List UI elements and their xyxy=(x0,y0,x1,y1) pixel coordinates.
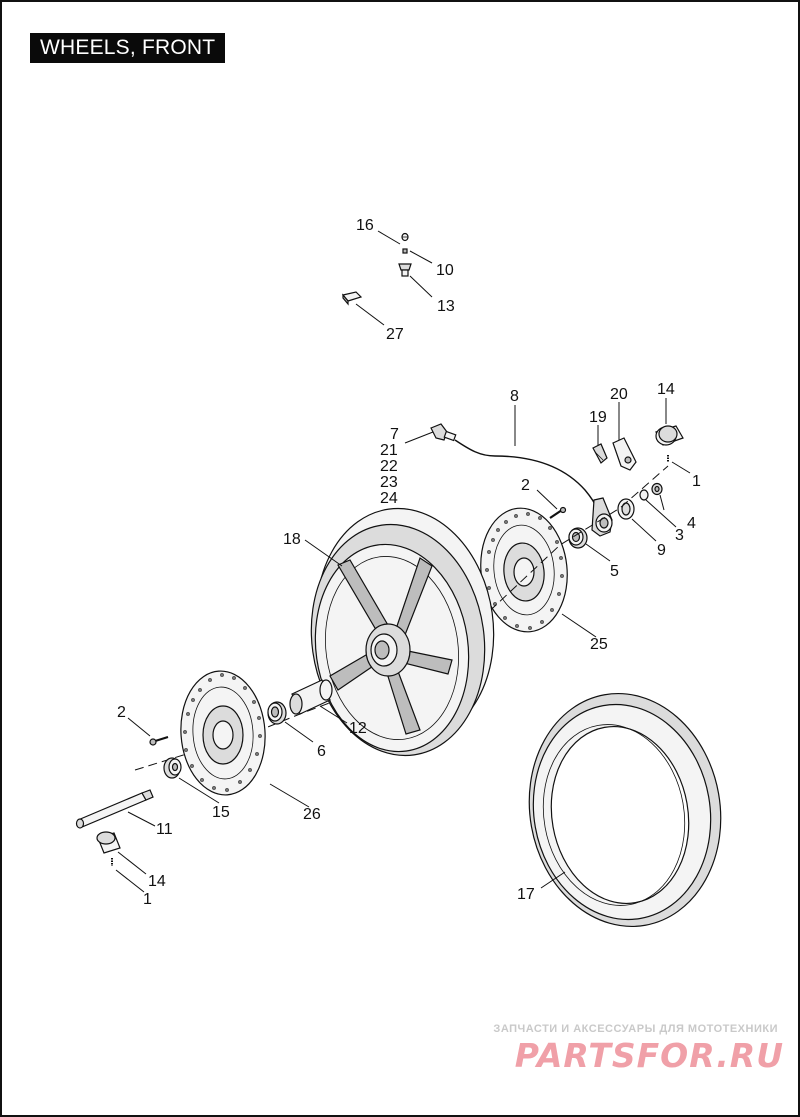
disc-holes-right xyxy=(485,512,564,630)
leader-lines xyxy=(115,230,691,893)
callout-27: 27 xyxy=(386,326,404,343)
clip-part xyxy=(592,443,608,464)
spacer-part xyxy=(617,498,635,520)
callout-5: 5 xyxy=(610,563,619,580)
callout-19: 19 xyxy=(589,409,607,426)
brake-disc-left-part xyxy=(180,670,266,796)
callout-1-left: 1 xyxy=(143,891,152,908)
callout-1-right: 1 xyxy=(692,473,701,490)
callout-16: 16 xyxy=(356,217,374,234)
callout-23: 23 xyxy=(380,474,398,491)
axle-nut-cap-right-part xyxy=(655,425,684,446)
rotor-bolt-right-part xyxy=(549,506,567,519)
callout-3: 3 xyxy=(675,527,684,544)
callout-24: 24 xyxy=(380,490,398,507)
callout-25: 25 xyxy=(590,636,608,653)
front-axle-part xyxy=(75,789,154,829)
callout-2-left: 2 xyxy=(117,704,126,721)
washer-part xyxy=(639,489,649,501)
valve-core-part xyxy=(402,248,408,254)
balance-weight-part xyxy=(341,291,363,306)
retainer-plate-part xyxy=(612,437,637,471)
wheel-bearing-right-part xyxy=(568,527,588,549)
callout-7: 7 xyxy=(390,426,399,443)
callout-6: 6 xyxy=(317,743,326,760)
callout-8: 8 xyxy=(510,388,519,405)
axle-nut-cap-left-part xyxy=(96,831,121,854)
callout-11: 11 xyxy=(156,821,173,838)
brake-disc-right-part xyxy=(480,507,568,633)
callout-4: 4 xyxy=(687,515,696,532)
callout-14-left: 14 xyxy=(148,873,166,890)
callout-15: 15 xyxy=(212,804,230,821)
spacer-left-part xyxy=(163,757,182,779)
callout-13: 13 xyxy=(437,298,455,315)
callout-17: 17 xyxy=(517,886,535,903)
callout-12: 12 xyxy=(349,720,367,737)
axle-spacer-part xyxy=(289,679,333,715)
watermark-tagline: ЗАПЧАСТИ И АКСЕССУАРЫ ДЛЯ МОТОТЕХНИКИ xyxy=(493,1023,778,1035)
sensor-bracket-part xyxy=(591,497,613,537)
callout-18: 18 xyxy=(283,531,301,548)
disc-holes-left xyxy=(183,673,262,792)
page-title: WHEELS, FRONT xyxy=(30,33,226,63)
callout-9: 9 xyxy=(657,542,666,559)
callout-26: 26 xyxy=(303,806,321,823)
wheel-bearing-left-part xyxy=(267,701,287,725)
tire-part xyxy=(528,693,722,927)
valve-cap-part xyxy=(401,232,409,242)
callout-22: 22 xyxy=(380,458,398,475)
callout-14-right: 14 xyxy=(657,381,675,398)
callout-20: 20 xyxy=(610,386,628,403)
rotor-bolt-left-part xyxy=(149,735,169,746)
callout-labels: 16 10 13 27 8 20 14 19 7 21 22 23 24 1 2… xyxy=(117,217,701,908)
watermark-logo: PARTSFOR.RU xyxy=(514,1036,784,1075)
nut-part xyxy=(651,482,663,496)
callout-2-right: 2 xyxy=(521,477,530,494)
cast-wheel-part xyxy=(310,507,495,757)
callout-21: 21 xyxy=(380,442,398,459)
callout-10: 10 xyxy=(436,262,454,279)
valve-stem-part xyxy=(398,263,412,277)
